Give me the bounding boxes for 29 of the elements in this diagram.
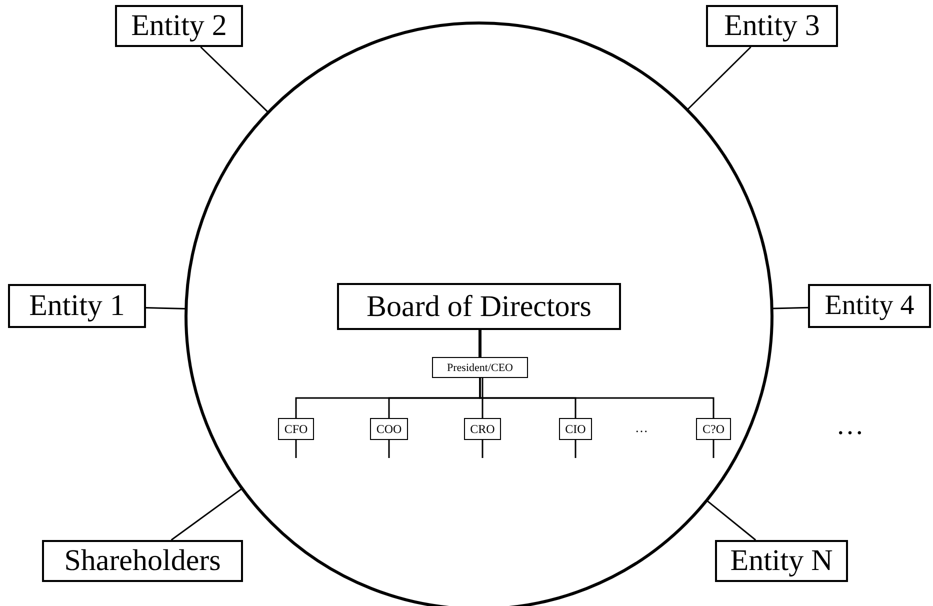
org-box: CIO — [559, 418, 592, 440]
connector-line — [574, 440, 576, 458]
connector-line — [706, 500, 756, 541]
ellipsis: … — [635, 420, 648, 436]
connector-line — [478, 330, 482, 357]
org-box: CRO — [464, 418, 501, 440]
org-box: Entity 2 — [115, 5, 243, 47]
connector-line — [146, 306, 186, 310]
connector-line — [772, 306, 808, 310]
ellipsis: … — [836, 410, 864, 442]
org-box: Entity 3 — [706, 5, 838, 47]
org-box: Entity 1 — [8, 284, 146, 328]
connector-line — [200, 46, 269, 113]
org-box: Entity N — [715, 540, 848, 582]
org-box: Shareholders — [42, 540, 243, 582]
connector-line — [686, 46, 752, 110]
connector-line — [388, 440, 390, 458]
org-box: Entity 4 — [808, 284, 931, 328]
org-box: President/CEO — [432, 357, 528, 378]
connector-line — [295, 440, 297, 458]
org-box: Board of Directors — [337, 283, 621, 330]
connector-line — [479, 378, 714, 418]
connector-line — [482, 440, 484, 458]
connector-line — [482, 378, 484, 418]
org-box: COO — [370, 418, 408, 440]
connector-line — [170, 488, 243, 541]
org-box: C?O — [696, 418, 731, 440]
org-box: CFO — [278, 418, 314, 440]
connector-line — [712, 440, 714, 458]
